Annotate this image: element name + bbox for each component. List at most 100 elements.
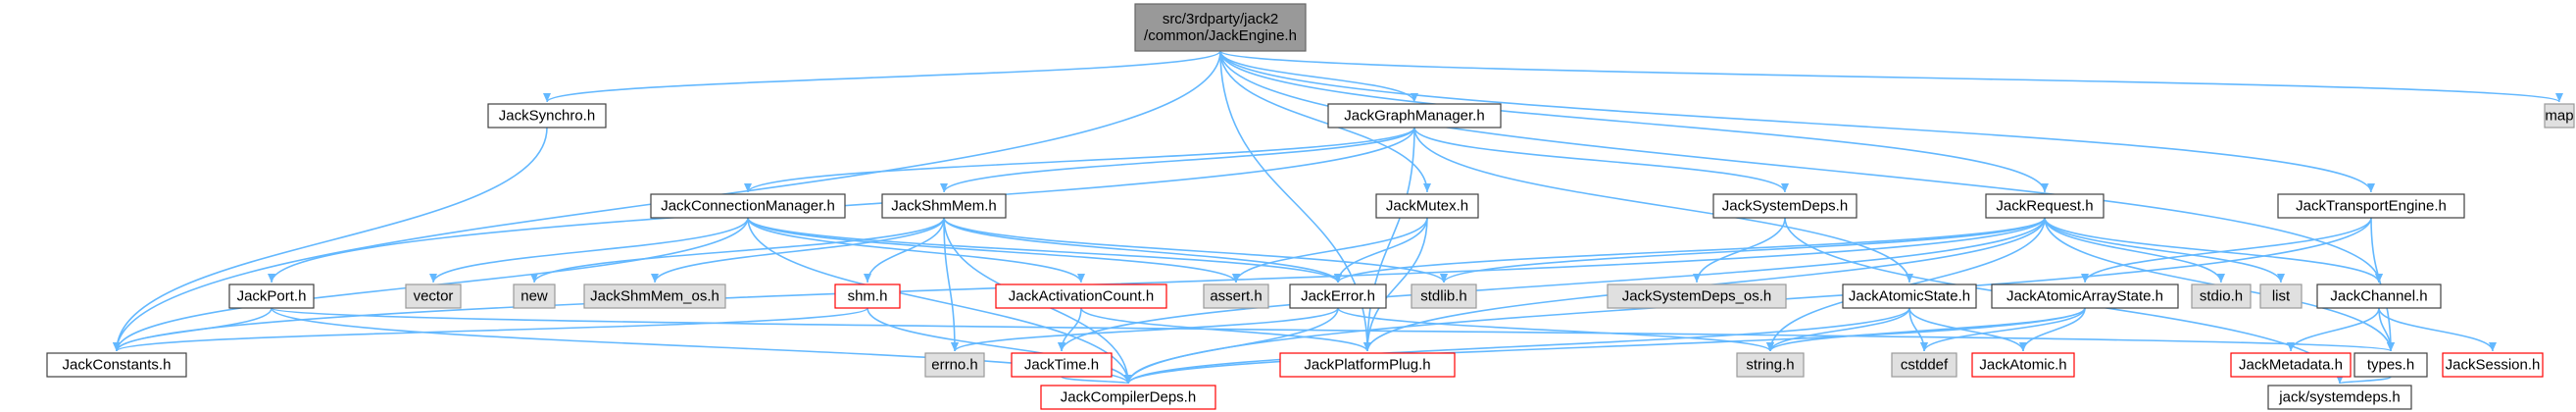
node-stdlib[interactable]: stdlib.h xyxy=(1411,283,1477,309)
node-jackplatformplug[interactable]: JackPlatformPlug.h xyxy=(1279,352,1456,378)
node-label: new xyxy=(520,288,548,305)
node-box xyxy=(1736,352,1805,378)
node-jacksynchro[interactable]: JackSynchro.h xyxy=(487,103,607,129)
node-box xyxy=(1279,352,1456,378)
node-stdio[interactable]: stdio.h xyxy=(2191,283,2252,309)
edge-jackrequest-to-jacktime xyxy=(1058,217,2046,352)
node-jackatomic[interactable]: JackAtomic.h xyxy=(1971,352,2075,378)
node-assert[interactable]: assert.h xyxy=(1203,283,1269,309)
node-jacktransportengine[interactable]: JackTransportEngine.h xyxy=(2277,193,2465,219)
node-root[interactable]: src/3rdparty/jack2/common/JackEngine.h xyxy=(1134,3,1307,52)
edge-layer xyxy=(113,50,2563,385)
edge-root-to-jacktransportengine xyxy=(1219,50,2375,193)
node-label: JackPlatformPlug.h xyxy=(1304,357,1430,374)
node-jackcompilerdeps[interactable]: JackCompilerDeps.h xyxy=(1040,385,1216,410)
node-jackchannel[interactable]: JackChannel.h xyxy=(2316,283,2442,309)
node-box xyxy=(2277,193,2465,219)
edge-root-to-jackrequest xyxy=(1219,50,2049,193)
node-box xyxy=(834,283,901,309)
node-box xyxy=(2267,385,2412,410)
node-label: jack/systemdeps.h xyxy=(2278,389,2400,406)
node-box xyxy=(995,283,1167,309)
node-label: JackGraphManager.h xyxy=(1344,108,1484,125)
node-box xyxy=(228,283,315,309)
node-box xyxy=(1411,283,1477,309)
edge-types-to-jacksystemdeps_h xyxy=(2336,374,2392,385)
edge-jacksynchro-to-jackconstants xyxy=(113,127,548,352)
node-types[interactable]: types.h xyxy=(2353,352,2428,378)
node-label: JackSynchro.h xyxy=(499,108,595,125)
node-box xyxy=(881,193,1007,219)
node-jackactivationcount[interactable]: JackActivationCount.h xyxy=(995,283,1167,309)
node-box xyxy=(487,103,607,129)
edge-shm-to-jackconstants xyxy=(113,307,868,352)
edge-root-to-jackmutex xyxy=(1219,50,1431,193)
node-map[interactable]: map xyxy=(2544,103,2575,129)
node-jackmetadata[interactable]: JackMetadata.h xyxy=(2230,352,2352,378)
node-jacktime[interactable]: JackTime.h xyxy=(1011,352,1113,378)
node-jackgraphmanager[interactable]: JackGraphManager.h xyxy=(1327,103,1502,129)
edge-jackrequest-to-stdio xyxy=(2044,217,2225,283)
edge-jackchannel-to-jackmetadata xyxy=(2287,307,2380,352)
edge-jacktransportengine-to-jackatomicarraystate xyxy=(2081,217,2372,283)
node-label: errno.h xyxy=(931,357,978,374)
node-box xyxy=(2259,283,2303,309)
node-box xyxy=(2544,103,2575,129)
node-label: JackMutex.h xyxy=(1386,198,1468,215)
edge-root-to-map xyxy=(1219,50,2563,103)
edge-jacktime-to-jackcompilerdeps xyxy=(1061,374,1132,385)
node-label: stdlib.h xyxy=(1420,288,1467,305)
edge-jackatomicstate-to-string xyxy=(1766,307,1910,352)
edge-root-to-jackchannel xyxy=(1219,50,2383,283)
node-list[interactable]: list xyxy=(2259,283,2303,309)
node-jackerror[interactable]: JackError.h xyxy=(1289,283,1387,309)
edge-jackconnectionmanager-to-jackerror xyxy=(747,217,1342,283)
node-errno[interactable]: errno.h xyxy=(924,352,985,378)
node-cstddef[interactable]: cstddef xyxy=(1891,352,1957,378)
node-label: JackError.h xyxy=(1301,288,1375,305)
edge-jackatomicstate-to-jackatomic xyxy=(1908,307,2027,352)
node-jackconstants[interactable]: JackConstants.h xyxy=(46,352,187,378)
edge-jackerror-to-jackcompilerdeps xyxy=(1124,307,1339,385)
node-jacksystemdeps[interactable]: JackSystemDeps.h xyxy=(1712,193,1858,219)
node-label: JackTransportEngine.h xyxy=(2296,198,2447,215)
node-label: JackMetadata.h xyxy=(2239,357,2343,374)
edge-jackport-to-jackconstants xyxy=(113,307,272,352)
node-label: JackAtomicArrayState.h xyxy=(2006,288,2163,305)
node-shm[interactable]: shm.h xyxy=(834,283,901,309)
edge-jackchannel-to-types xyxy=(2378,307,2395,352)
edge-jackgraphmanager-to-jackconnectionmanager xyxy=(744,127,1415,193)
node-jackmutex[interactable]: JackMutex.h xyxy=(1375,193,1479,219)
edge-jackshmmem-to-shm xyxy=(864,217,945,283)
edge-root-to-jacksynchro xyxy=(543,50,1221,103)
node-jackshmmem[interactable]: JackShmMem.h xyxy=(881,193,1007,219)
node-label: JackSession.h xyxy=(2446,357,2541,374)
node-jackatomicarraystate[interactable]: JackAtomicArrayState.h xyxy=(1991,283,2179,309)
node-jackatomicstate[interactable]: JackAtomicState.h xyxy=(1842,283,1977,309)
node-label: JackPort.h xyxy=(237,288,307,305)
edge-jackgraphmanager-to-jackplatformplug xyxy=(1363,127,1415,352)
node-string[interactable]: string.h xyxy=(1736,352,1805,378)
node-label: JackActivationCount.h xyxy=(1009,288,1154,305)
node-jackconnectionmanager[interactable]: JackConnectionManager.h xyxy=(650,193,846,219)
node-vector[interactable]: vector xyxy=(405,283,462,309)
node-jacksystemdeps_h[interactable]: jack/systemdeps.h xyxy=(2267,385,2412,410)
node-jacksession[interactable]: JackSession.h xyxy=(2442,352,2544,378)
node-box xyxy=(405,283,462,309)
node-jackport[interactable]: JackPort.h xyxy=(228,283,315,309)
node-box xyxy=(583,283,726,309)
node-box xyxy=(1011,352,1113,378)
node-jackrequest[interactable]: JackRequest.h xyxy=(1985,193,2105,219)
node-jackshmmem_os[interactable]: JackShmMem_os.h xyxy=(583,283,726,309)
node-box xyxy=(1891,352,1957,378)
node-label: JackAtomic.h xyxy=(1979,357,2066,374)
node-label: vector xyxy=(414,288,454,305)
edge-jackport-to-jackcompilerdeps xyxy=(271,307,1132,385)
node-box xyxy=(2442,352,2544,378)
node-jacksystemdeps_os[interactable]: JackSystemDeps_os.h xyxy=(1607,283,1787,309)
edge-jackmutex-to-assert xyxy=(1232,217,1428,283)
node-new[interactable]: new xyxy=(513,283,556,309)
node-label: JackRequest.h xyxy=(1996,198,2093,215)
node-box xyxy=(46,352,187,378)
edge-jackerror-to-errno xyxy=(951,307,1339,352)
